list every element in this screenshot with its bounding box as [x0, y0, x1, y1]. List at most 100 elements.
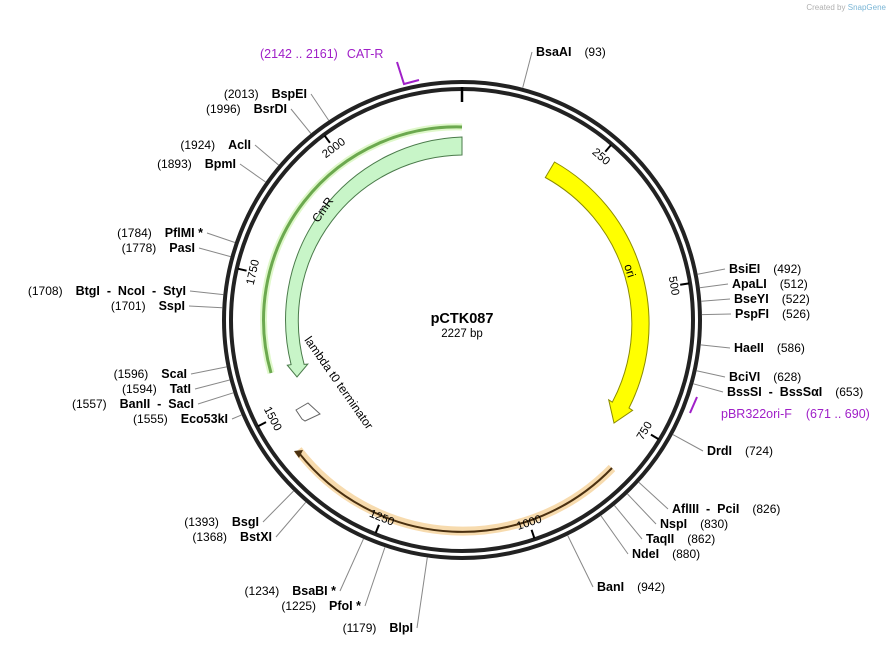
site-label[interactable]: (1708)BtgI - NcoI - StyI	[28, 284, 224, 298]
site-label[interactable]: (1179)BlpI	[343, 557, 428, 636]
site-leader-line	[188, 305, 223, 309]
site-name: BsaBI *	[292, 584, 336, 598]
site-position: (862)	[687, 532, 715, 546]
site-leader-line	[275, 501, 307, 538]
site-leader-line	[614, 505, 643, 540]
site-name: AflIII - PciI	[672, 502, 739, 516]
site-position: (1924)	[180, 138, 215, 152]
site-label[interactable]: DrdI(724)	[672, 434, 773, 458]
terminator-feature[interactable]	[295, 402, 321, 422]
site-label[interactable]: (1557)BanII - SacI	[72, 392, 234, 411]
scale-tick-label: 1500	[261, 405, 283, 433]
site-name: BstXI	[240, 530, 272, 544]
site-position: (942)	[637, 580, 665, 594]
scale-tick-mark	[237, 267, 247, 272]
site-label[interactable]: BsiEI (492)	[697, 262, 802, 276]
site-name: SspI	[159, 299, 185, 313]
site-leader-line	[262, 490, 294, 523]
site-label[interactable]: PspFI(526)	[701, 307, 810, 321]
site-label[interactable]: BciVI(628)	[696, 370, 802, 384]
cmr-feature[interactable]	[285, 136, 463, 378]
site-label[interactable]: (1393)BsgI	[184, 490, 294, 529]
scale-tick-mark	[323, 134, 331, 144]
site-leader-line	[696, 370, 726, 378]
site-label[interactable]: (1778)PasI	[122, 241, 231, 258]
site-name: NdeI	[632, 547, 659, 561]
primer-cat-r[interactable]: (2142 .. 2161)CAT-R	[260, 47, 420, 86]
site-name: NspI	[660, 517, 687, 531]
site-position: (522)	[782, 292, 810, 306]
svg-text:(1784)PflMI *: (1784)PflMI *	[117, 226, 203, 240]
site-label[interactable]: (1225)PfoI *	[281, 547, 386, 613]
site-position: (826)	[752, 502, 780, 516]
site-position: (2013)	[224, 87, 259, 101]
site-name: PasI	[169, 241, 195, 255]
site-label[interactable]: (2013)BspEI	[224, 87, 330, 121]
site-position: (1557)	[72, 397, 107, 411]
svg-text:(1179)BlpI: (1179)BlpI	[343, 621, 413, 635]
site-name: DrdI	[707, 444, 732, 458]
site-leader-line	[600, 515, 629, 555]
site-label[interactable]: NdeI(880)	[600, 515, 700, 561]
scale-tick-label: 750	[635, 420, 655, 443]
site-position: (492)	[773, 262, 801, 276]
site-name: HaeII	[734, 341, 764, 355]
site-position: (1996)	[206, 102, 241, 116]
site-name: Eco53kI	[181, 412, 228, 426]
svg-text:BciVI(628): BciVI(628)	[729, 370, 801, 384]
site-label[interactable]: AflIII - PciI (826)	[638, 481, 781, 516]
scale-tick-label: 2000	[320, 136, 348, 161]
site-label[interactable]: NspI(830)	[627, 493, 728, 531]
svg-text:(1708)BtgI - NcoI - StyI: (1708)BtgI - NcoI - StyI	[28, 284, 186, 298]
site-label[interactable]: (1893)BpmI	[157, 157, 266, 183]
site-name: PspFI	[735, 307, 769, 321]
site-label[interactable]: ApaLI(512)	[699, 277, 808, 291]
scale-tick-mark	[650, 433, 660, 441]
scale-tick-label: 1000	[515, 513, 543, 532]
site-label[interactable]: (1368) BstXI	[192, 501, 307, 544]
site-label[interactable]: BssSI - BssSαI(653)	[693, 383, 863, 399]
site-leader-line	[699, 283, 729, 289]
site-label[interactable]: (1996)BsrDI	[206, 102, 312, 134]
site-leader-line	[416, 557, 428, 629]
ori-feature[interactable]	[544, 161, 650, 424]
restriction-sites: BsaAI(93)BsiEI(492)ApaLI(512)BseYI(522)P…	[28, 45, 863, 635]
site-label[interactable]: (1234)BsaBI *	[245, 538, 364, 598]
site-label[interactable]: (1555) Eco53kI	[133, 412, 242, 426]
site-name: BsiEI	[729, 262, 760, 276]
site-label[interactable]: BseYI(522)	[701, 292, 810, 306]
site-name: BpmI	[205, 157, 236, 171]
site-leader-line	[567, 535, 594, 588]
site-label[interactable]: (1701)SspI	[111, 299, 223, 313]
site-label[interactable]: (1784)PflMI *	[117, 226, 236, 243]
svg-text:NspI(830): NspI(830)	[660, 517, 728, 531]
site-leader-line	[231, 414, 242, 420]
site-label[interactable]: BanI(942)	[567, 535, 665, 595]
svg-text:(1393)BsgI: (1393)BsgI	[184, 515, 259, 529]
scale-tick-mark	[530, 529, 536, 539]
svg-text:PspFI(526): PspFI(526)	[735, 307, 810, 321]
site-name: TaqII	[646, 532, 674, 546]
site-label[interactable]: BsaAI(93)	[522, 45, 606, 88]
site-label[interactable]: HaeII(586)	[700, 341, 805, 355]
site-leader-line	[701, 298, 731, 302]
credit-prefix: Created by	[806, 3, 846, 12]
primer-pbr322ori-f[interactable]: pBR322ori-F(671 .. 690)	[689, 396, 870, 421]
site-label[interactable]: TaqII (862)	[614, 505, 715, 546]
site-name: BsgI	[232, 515, 259, 529]
primer-pbr322ori-f-name: pBR322ori-F	[721, 407, 792, 421]
site-position: (1368)	[192, 530, 227, 544]
site-label[interactable]: (1924)AclI	[180, 138, 280, 166]
svg-text:NdeI(880): NdeI(880)	[632, 547, 700, 561]
svg-text:BsaAI(93): BsaAI(93)	[536, 45, 606, 59]
site-position: (1784)	[117, 226, 152, 240]
svg-text:(1594)TatI: (1594)TatI	[122, 382, 191, 396]
site-name: TatI	[170, 382, 191, 396]
svg-text:(1596)ScaI: (1596)ScaI	[114, 367, 187, 381]
site-position: (653)	[835, 385, 863, 399]
site-label[interactable]: (1594)TatI	[122, 379, 230, 396]
site-position: (1555)	[133, 412, 168, 426]
site-label[interactable]: (1596)ScaI	[114, 366, 227, 381]
svg-text:BseYI(522): BseYI(522)	[734, 292, 810, 306]
svg-text:AflIII - PciI(826): AflIII - PciI (826)	[672, 502, 780, 516]
